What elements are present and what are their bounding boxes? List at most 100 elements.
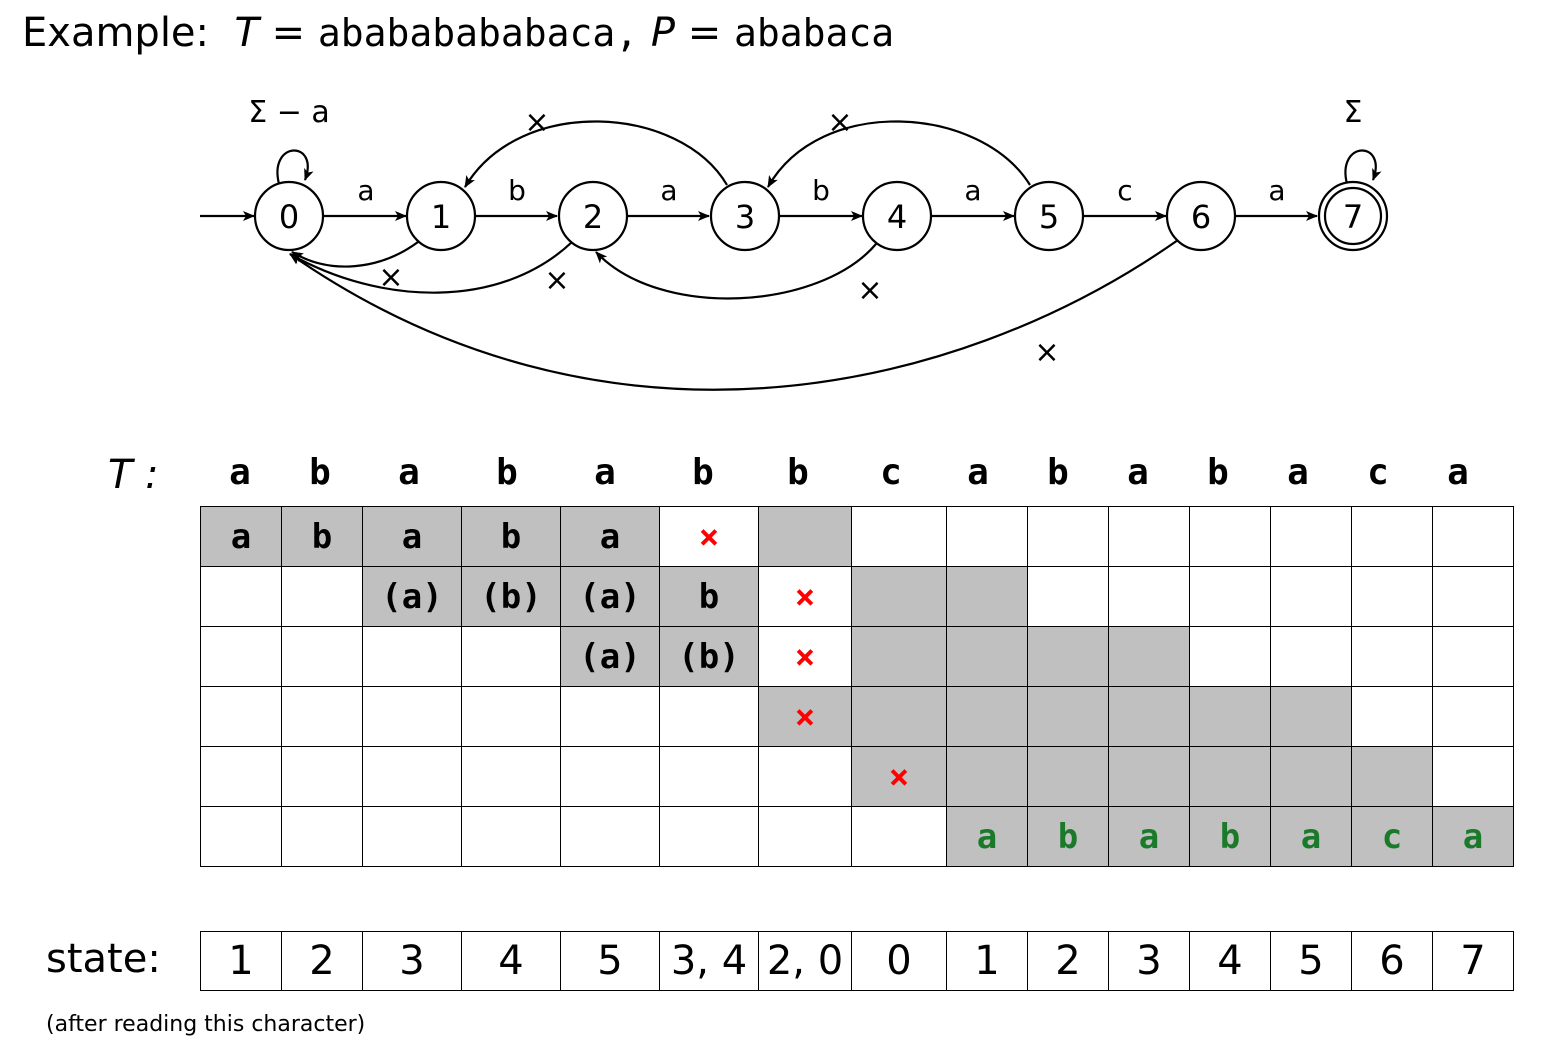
- state-cell: 1: [200, 931, 282, 991]
- page-title: Example: T = abababababaca, P = ababaca: [22, 10, 894, 56]
- self-loop-7-label: Σ: [1344, 95, 1363, 130]
- state-7-accept-ring: [1323, 186, 1383, 246]
- state-cell: 3, 4: [659, 931, 759, 991]
- grid-cell: [560, 746, 660, 807]
- text-char: a: [398, 452, 420, 493]
- grid-cell: [362, 806, 462, 867]
- grid-cell: [946, 566, 1028, 627]
- grid-cell: (a): [560, 566, 660, 627]
- grid-cell: [1351, 746, 1433, 807]
- title-eq-1: =: [271, 10, 306, 56]
- state-cell: 1: [946, 931, 1028, 991]
- grid-row: (a)(b)(a)b×: [200, 566, 1514, 627]
- text-char: b: [692, 452, 714, 493]
- title-eq-2: =: [687, 10, 722, 56]
- state-cell: 2, 0: [758, 931, 852, 991]
- grid-cell: [946, 506, 1028, 567]
- grid-cell: [560, 806, 660, 867]
- grid-cell: [1432, 686, 1514, 747]
- grid-cell: [1027, 686, 1109, 747]
- text-char: a: [1287, 452, 1309, 493]
- grid-cell: [758, 746, 852, 807]
- grid-cell: [851, 506, 947, 567]
- grid-cell: [1108, 746, 1190, 807]
- grid-cell: [1270, 686, 1352, 747]
- grid-cell: [1432, 746, 1514, 807]
- grid-cell: (b): [461, 566, 561, 627]
- text-char: b: [787, 452, 809, 493]
- grid-cell: [659, 746, 759, 807]
- mismatch-mark: ×: [758, 686, 852, 747]
- states: [253, 180, 1389, 252]
- match-char: b: [1189, 806, 1271, 867]
- text-char: a: [1447, 452, 1469, 493]
- text-char: b: [1047, 452, 1069, 493]
- text-char: a: [1127, 452, 1149, 493]
- grid-row: ×: [200, 746, 1514, 807]
- grid-cell: [281, 806, 363, 867]
- grid-cell: [200, 626, 282, 687]
- grid-cell: [946, 746, 1028, 807]
- text-char: b: [496, 452, 518, 493]
- grid-cell: [200, 686, 282, 747]
- footnote: (after reading this character): [46, 1012, 366, 1037]
- grid-cell: a: [200, 506, 282, 567]
- edge-label-5-6: c: [1117, 174, 1132, 207]
- grid-cell: b: [659, 566, 759, 627]
- text-char: a: [594, 452, 616, 493]
- mismatch-mark: ×: [758, 566, 852, 627]
- failure-mark-1-0: ×: [378, 260, 403, 295]
- grid-row: (a)(b)×: [200, 626, 1514, 687]
- state-5-label: 5: [1039, 198, 1059, 236]
- state-1-node: [405, 180, 477, 252]
- edge-label-3-4: b: [812, 174, 830, 207]
- grid-cell: [200, 746, 282, 807]
- state-cell: 6: [1351, 931, 1433, 991]
- state-3-label: 3: [735, 198, 755, 236]
- grid-cell: [1432, 626, 1514, 687]
- state-cell: 3: [1108, 931, 1190, 991]
- grid-cell: [659, 806, 759, 867]
- state-0-node: [253, 180, 325, 252]
- grid-cell: [281, 746, 363, 807]
- grid-cell: [461, 686, 561, 747]
- state-cell: 4: [461, 931, 561, 991]
- grid-cell: [461, 746, 561, 807]
- state-cell: 4: [1189, 931, 1271, 991]
- state-row-label: state:: [46, 936, 161, 982]
- text-char: b: [1207, 452, 1229, 493]
- grid-cell: [1108, 686, 1190, 747]
- grid-cell: [1351, 506, 1433, 567]
- match-char: b: [1027, 806, 1109, 867]
- grid-cell: [1270, 506, 1352, 567]
- grid-cell: [362, 626, 462, 687]
- self-loop-0-label: Σ − a: [248, 95, 330, 130]
- grid-cell: [1270, 566, 1352, 627]
- text-char: a: [229, 452, 251, 493]
- grid-cell: [1351, 566, 1433, 627]
- grid-cell: [281, 686, 363, 747]
- grid-cell: [1108, 626, 1190, 687]
- failure-mark-2-0: ×: [544, 263, 569, 298]
- failure-mark-3-1: ×: [524, 105, 549, 140]
- edge-label-0-1: a: [357, 174, 374, 207]
- text-char: a: [967, 452, 989, 493]
- state-4-label: 4: [887, 198, 907, 236]
- grid-cell: [851, 806, 947, 867]
- title-prefix: Example:: [22, 10, 210, 56]
- edge-label-2-3: a: [660, 174, 677, 207]
- grid-cell: [1108, 566, 1190, 627]
- match-char: c: [1351, 806, 1433, 867]
- grid-cell: (b): [659, 626, 759, 687]
- mismatch-mark: ×: [851, 746, 947, 807]
- grid-cell: [560, 686, 660, 747]
- title-pattern-var: P: [650, 10, 675, 56]
- state-6-node: [1165, 180, 1237, 252]
- failure-mark-5-3: ×: [827, 105, 852, 140]
- edge-label-4-5: a: [964, 174, 981, 207]
- grid-cell: [362, 686, 462, 747]
- state-cell: 3: [362, 931, 462, 991]
